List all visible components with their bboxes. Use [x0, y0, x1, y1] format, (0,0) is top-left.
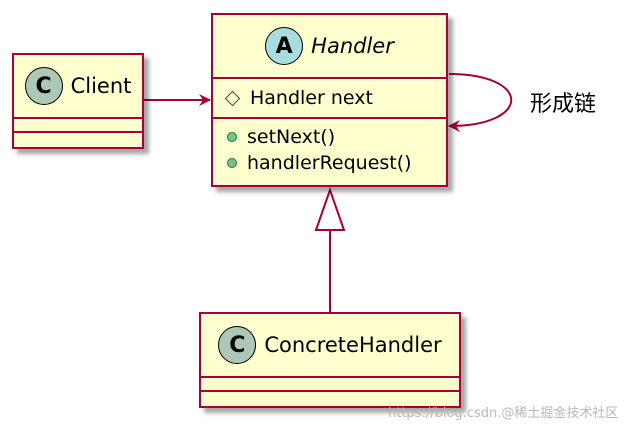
self-loop-label: 形成链 — [530, 92, 597, 117]
self-loop-arrow — [448, 73, 512, 132]
inheritance-triangle — [314, 186, 346, 231]
class-client-header: C Client — [14, 55, 142, 119]
class-concrete-fields — [201, 378, 459, 392]
field-row: Handler next — [213, 85, 446, 111]
method-label: setNext() — [247, 126, 336, 148]
field-label: Handler next — [250, 87, 373, 109]
class-concrete-name: ConcreteHandler — [264, 333, 442, 357]
class-handler-name: Handler — [311, 34, 394, 58]
method-row: setNext() — [213, 124, 446, 150]
abstract-badge-icon: A — [265, 27, 304, 65]
green-circle-icon — [227, 158, 237, 168]
class-client-name: Client — [70, 74, 132, 98]
class-concrete-header: C ConcreteHandler — [201, 314, 459, 378]
class-handler[interactable]: A Handler Handler next setNext() handler… — [211, 13, 448, 187]
green-circle-icon — [227, 132, 237, 142]
class-client-fields — [14, 119, 142, 133]
class-handler-fields: Handler next — [213, 79, 446, 119]
method-label: handlerRequest() — [247, 152, 412, 174]
class-badge-icon: C — [24, 67, 63, 105]
hollow-diamond-icon — [224, 90, 241, 106]
class-handler-header: A Handler — [213, 15, 446, 79]
class-badge-icon: C — [218, 326, 257, 364]
method-row: handlerRequest() — [213, 150, 446, 176]
class-handler-methods: setNext() handlerRequest() — [213, 119, 446, 176]
watermark: https://blog.csdn.@稀土掘金技术社区 — [388, 406, 619, 421]
class-client[interactable]: C Client — [12, 53, 144, 149]
class-client-methods — [14, 133, 142, 147]
class-concrete-handler[interactable]: C ConcreteHandler — [199, 312, 461, 408]
